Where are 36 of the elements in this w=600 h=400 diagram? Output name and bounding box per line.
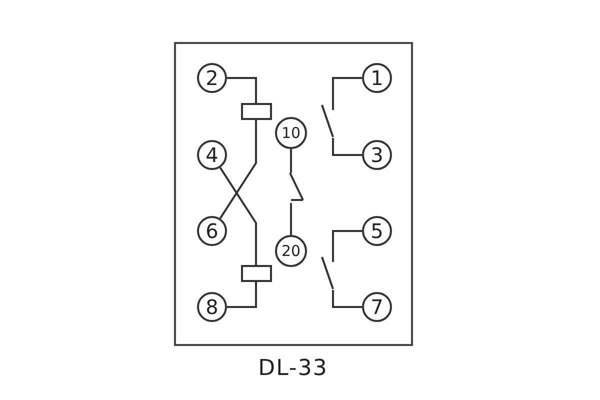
switch-contact-icon: [320, 104, 336, 138]
terminal-circle: [197, 140, 227, 170]
terminal-circle: [275, 117, 307, 149]
wire: [219, 167, 257, 265]
switch-contact-icon: [286, 173, 306, 203]
terminal-number: 2: [206, 66, 218, 90]
terminal-circle: [197, 216, 227, 246]
terminal-number: 7: [370, 295, 384, 319]
wire: [332, 138, 362, 156]
terminal-circle: [362, 140, 392, 170]
wire: [332, 230, 362, 256]
terminal-number: 4: [206, 143, 218, 167]
coil-rectangle: [241, 265, 272, 282]
switch-contact-icon: [320, 256, 336, 290]
wire: [227, 282, 257, 308]
terminal-number: 8: [206, 295, 218, 319]
wire: [290, 149, 292, 173]
wire: [332, 77, 362, 104]
terminal-number: 20: [281, 242, 301, 260]
terminal-circle: [197, 292, 227, 322]
terminal-circle: [275, 235, 307, 267]
terminal-circle: [362, 63, 392, 93]
model-caption: DL-33: [257, 356, 329, 381]
terminal-number: 3: [370, 143, 384, 167]
terminal-number: 6: [206, 219, 218, 243]
wire: [219, 120, 257, 219]
coil-rectangle: [241, 103, 272, 120]
terminal-circle: [362, 292, 392, 322]
terminal-number: 1: [370, 66, 384, 90]
wire: [227, 77, 257, 103]
terminal-circle: [362, 216, 392, 246]
terminal-number: 10: [281, 124, 301, 142]
terminal-circle: [197, 63, 227, 93]
wire: [290, 203, 292, 235]
terminal-number: 5: [370, 219, 384, 243]
wire: [332, 290, 362, 308]
